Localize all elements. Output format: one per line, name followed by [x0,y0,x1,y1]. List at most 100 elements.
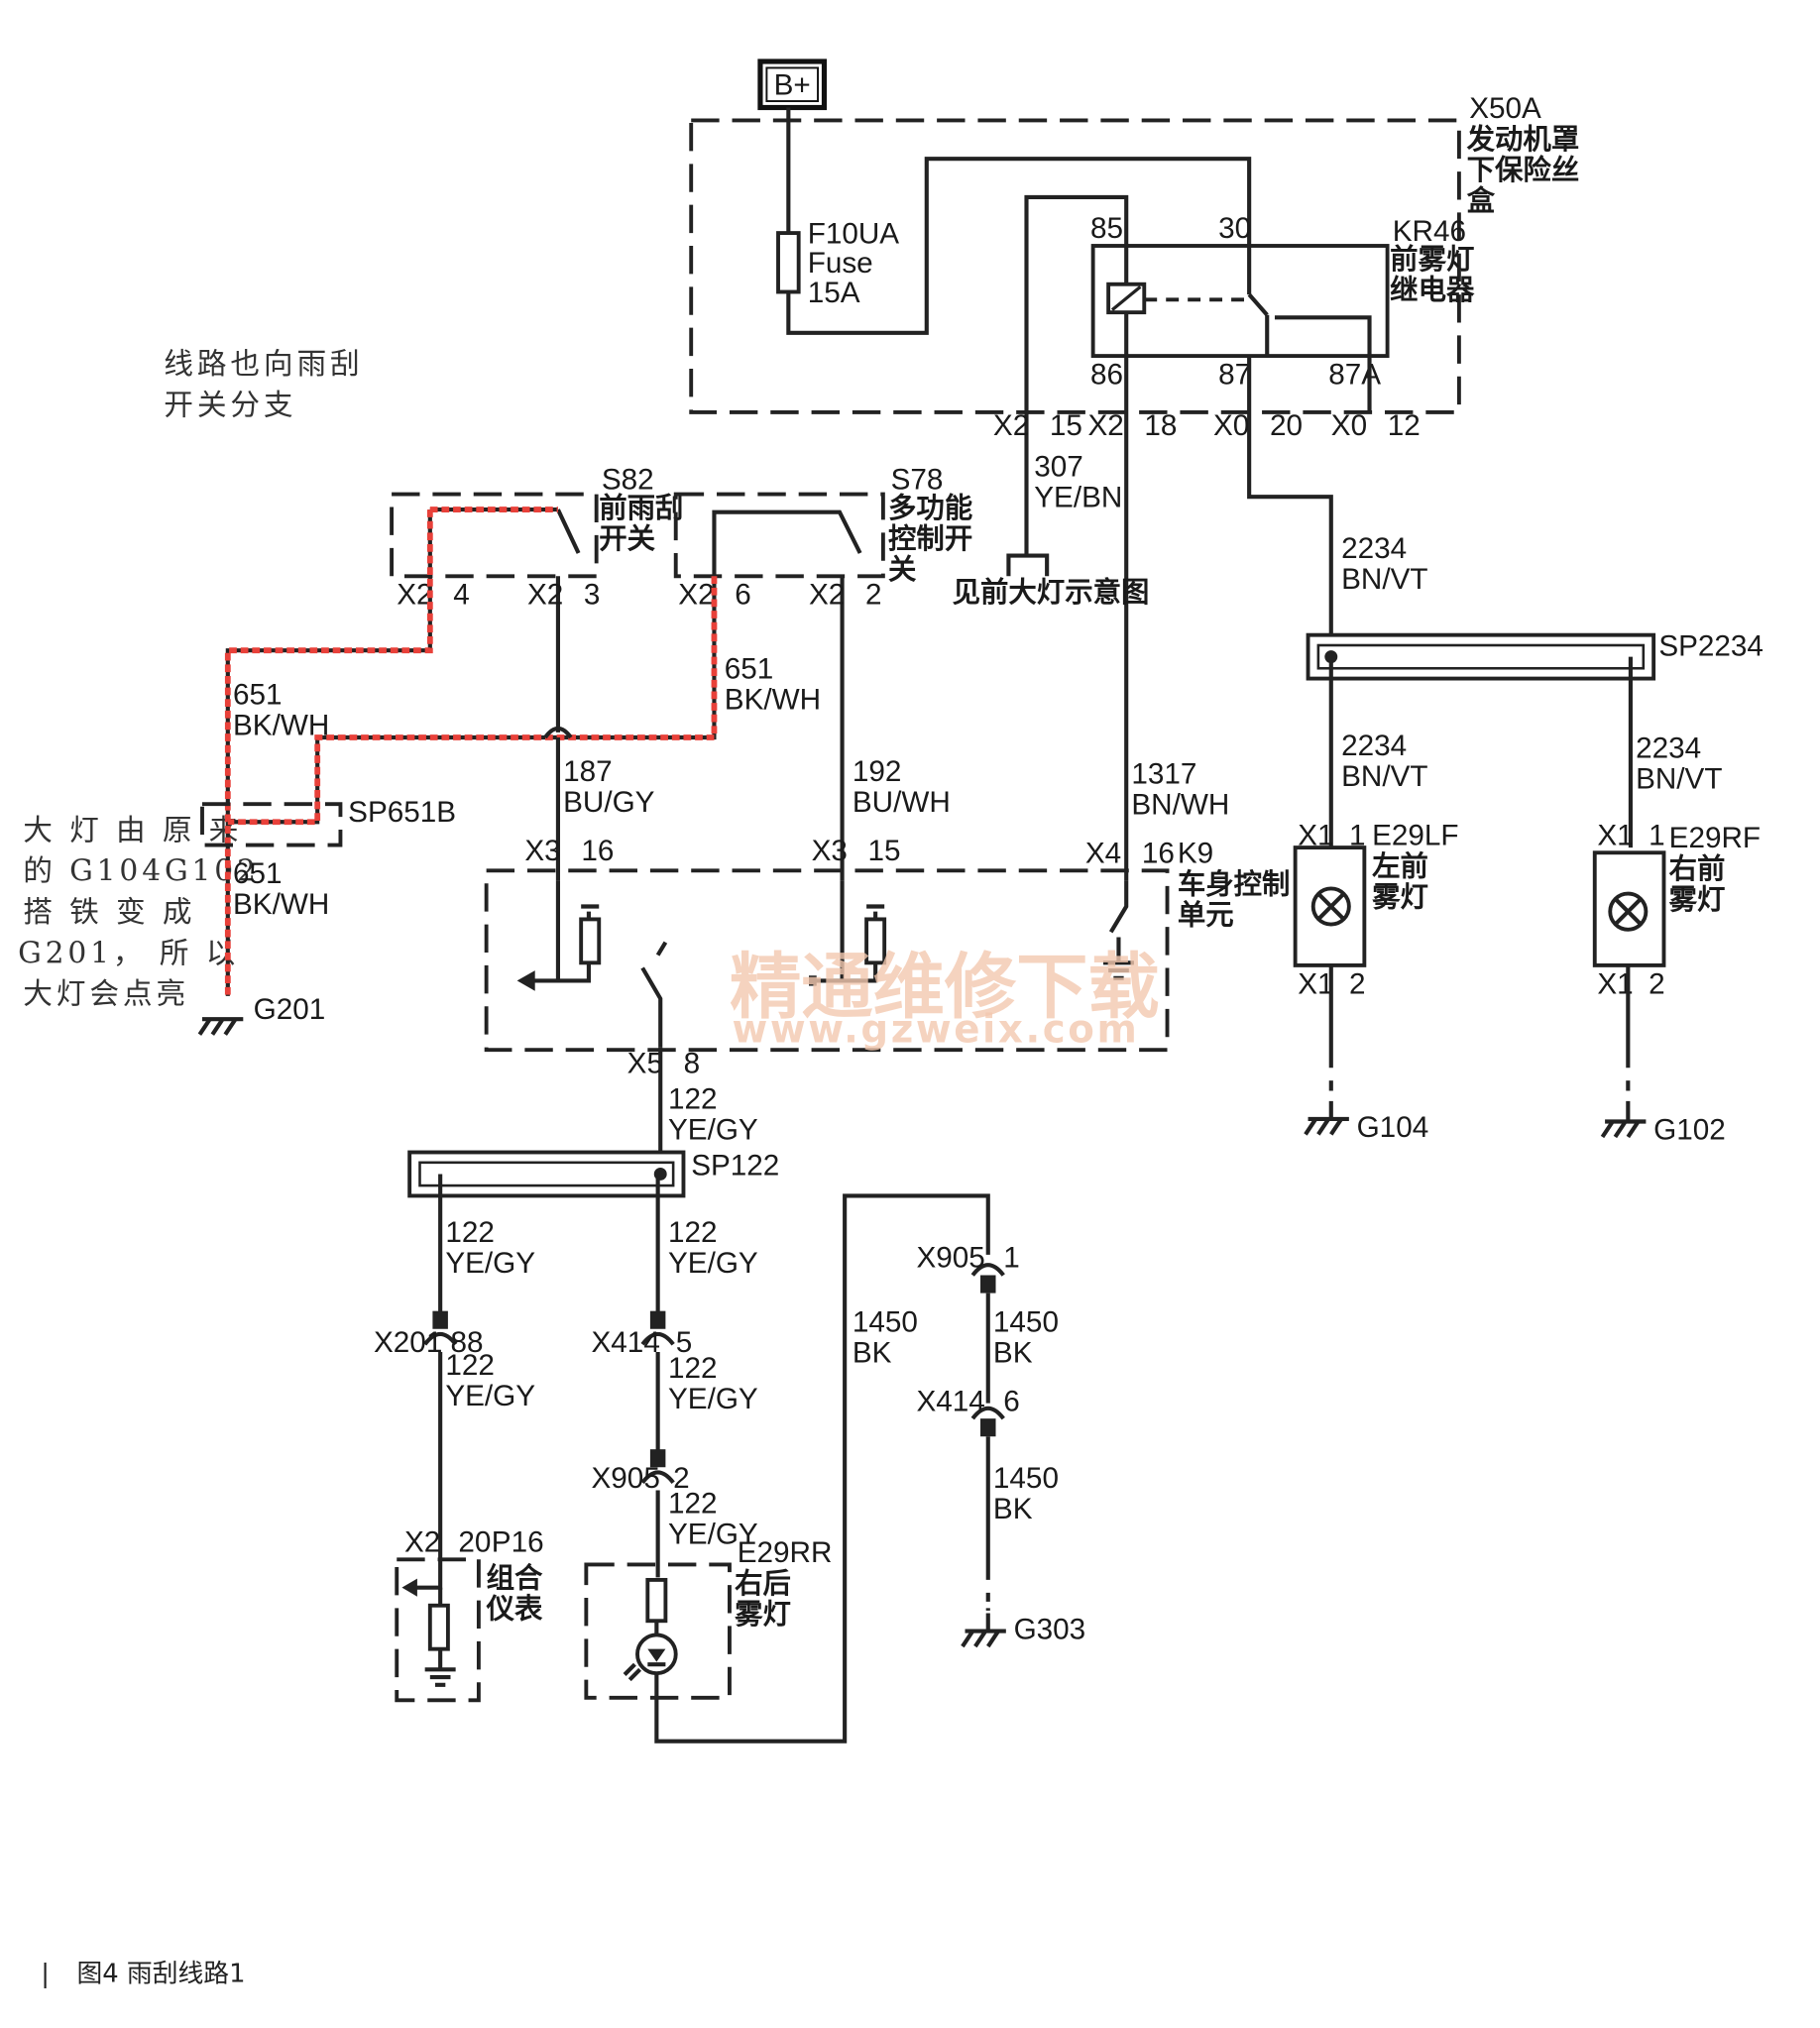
w1450-c-color: BK [993,1493,1033,1525]
x414b-connector-icon [970,1406,1005,1437]
note-left-3: 搭 铁 变 成 [23,895,195,930]
lamp-rf-id: E29RF [1669,822,1761,854]
bcm-name-1: 车身控制 [1178,868,1291,901]
wire-651-highlight [224,507,558,996]
note-left-1: 大 灯 由 原 来 [23,813,242,847]
lamp-lf-name-1: 左前 [1372,849,1428,882]
bcm-id: K9 [1178,838,1213,870]
w122-top-color: YE/GY [668,1114,758,1147]
g201-ground-icon [197,1017,244,1036]
x905a-connector-icon [640,1449,675,1485]
s78-name-1: 多功能 [888,492,972,524]
caption-marker: | [41,1959,50,1988]
bcm-input-187 [516,880,602,991]
s78-switch [712,509,862,881]
w2234-l-num: 2234 [1341,730,1407,762]
x201-connector-icon [423,1310,458,1346]
w651-right-num: 651 [725,653,774,686]
s82-outline [390,492,599,579]
w651-right-color: BK/WH [725,684,821,717]
sp2234-inner [1316,643,1646,670]
w122-b-color: YE/GY [668,1247,758,1280]
w1317-color: BN/WH [1131,788,1229,821]
g303-label: G303 [1014,1613,1086,1645]
lamp-rf-name-1: 右前 [1669,852,1726,885]
x414a-pin: 5 [676,1326,693,1359]
wire-rear-fog-return [654,1193,990,1744]
sp122-bar [407,1150,686,1198]
w1450-c-num: 1450 [993,1462,1059,1495]
relay-pin-86: 86 [1090,358,1123,391]
x414b-conn: X414 [916,1385,984,1417]
w1450-a-color: BK [853,1336,892,1369]
bcm-ground-switch [1102,880,1134,980]
battery-label: B+ [774,69,811,102]
w122-d-num: 122 [668,1352,718,1385]
wires-2234-lamps [1328,656,1633,848]
cluster-name-2: 仪表 [486,1593,543,1626]
w122-e-color: YE/GY [668,1519,758,1551]
note-left-4: G201， 所 以 [18,936,239,970]
bcm-outline [484,868,1170,1053]
rear-fog-id: E29RR [738,1536,833,1569]
x905b-pin: 1 [1003,1242,1020,1275]
s78-outline [673,492,885,579]
s78-id: S78 [891,463,944,496]
x905a-conn: X905 [592,1462,660,1495]
fuse-id: F10UA [808,217,900,250]
w1317-num: 1317 [1131,757,1196,790]
rear-fog-lamp-icon [623,1577,678,1682]
headlamp-ref-text: 见前大灯示意图 [953,576,1150,609]
s82-id: S82 [602,463,654,496]
relay-box [1090,244,1390,359]
lamp-lf [1293,845,1367,967]
wire-651-right-highlight [227,576,718,826]
headlamp-ref-symbol [1006,553,1050,577]
sp2234-bar [1306,632,1656,681]
relay-pin-87: 87 [1218,358,1251,391]
x414a-conn: X414 [592,1326,660,1359]
w651-low-color: BK/WH [233,888,329,921]
g201-label: G201 [254,993,326,1026]
sp651b-label: SP651B [348,796,456,829]
note-left-5: 大灯会点亮 [23,977,189,1012]
w2234-top-color: BN/VT [1341,563,1427,596]
relay-pin-87a: 87A [1328,358,1381,391]
fusebox-outline [689,118,1461,414]
watermark-line2: www.gzweix.com [733,1007,1140,1052]
w192-num: 192 [853,755,902,788]
g102-label: G102 [1653,1114,1726,1147]
x905a-pin: 2 [673,1462,690,1495]
w1450-a-num: 1450 [853,1305,918,1338]
s82-name-1: 前雨刮 [599,492,683,524]
bcm-name-2: 单元 [1178,899,1234,932]
g104-label: G104 [1357,1111,1429,1144]
w122-top-num: 122 [668,1083,718,1116]
fusebox-name-1: 发动机罩 [1466,123,1580,156]
w122-a-color: YE/GY [445,1247,535,1280]
sp651b-outline [200,802,343,847]
g102-ground-icon [1600,1100,1647,1139]
x414b-pin: 6 [1003,1385,1020,1417]
w1450-b-num: 1450 [993,1305,1059,1338]
figure-caption: 图4 雨刮线路1 [76,1959,245,1988]
x414a-connector-icon [640,1310,675,1346]
watermark-line1: 精通维修下载 [730,946,1160,1029]
sp2234-label: SP2234 [1658,629,1763,662]
w122-c-num: 122 [445,1349,495,1382]
fusebox-name-3: 盒 [1466,184,1496,217]
note-top-1: 线路也向雨刮 [164,347,363,382]
s78-name-3: 关 [888,553,917,586]
g303-ground-icon [961,1613,1006,1648]
s82-switch [555,508,581,732]
sp122-label: SP122 [691,1150,779,1183]
